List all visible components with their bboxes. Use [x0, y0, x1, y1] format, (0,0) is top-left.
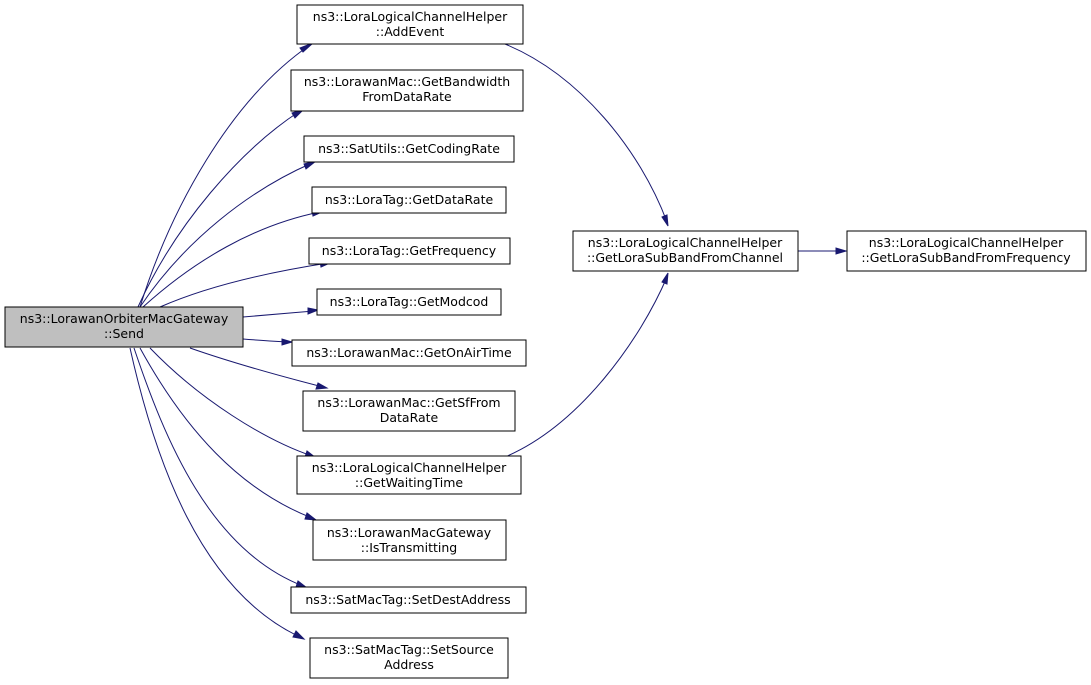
node-box-getsffromdatarate [302, 390, 516, 432]
node-box-addevent [296, 4, 524, 45]
edge-send-to-setsourceaddress [129, 347, 306, 640]
node-label: ns3::LoraTag::GetModcod [330, 294, 489, 309]
node-label: ns3::LoraLogicalChannelHelper [588, 235, 783, 250]
node-send[interactable]: ns3::LorawanOrbiterMacGateway ::Send [4, 306, 244, 348]
node-getmodcod[interactable]: ns3::LoraTag::GetModcod [316, 288, 502, 316]
node-label: ns3::LorawanOrbiterMacGateway [20, 311, 229, 326]
node-label: ns3::SatUtils::GetCodingRate [318, 141, 500, 156]
node-label: ns3::LorawanMac::GetOnAirTime [306, 345, 512, 360]
node-getlorasubbandfromfrequency[interactable]: ns3::LoraLogicalChannelHelper ::GetLoraS… [846, 230, 1087, 272]
node-box-send [4, 306, 244, 348]
node-getdatarate[interactable]: ns3::LoraTag::GetDataRate [311, 186, 507, 214]
node-label: ns3::LorawanMac::GetSfFrom [317, 395, 500, 410]
node-istransmitting[interactable]: ns3::LorawanMacGateway ::IsTransmitting [312, 519, 507, 561]
node-label: ::AddEvent [376, 24, 445, 39]
edge-send-to-setdestaddress [133, 347, 309, 589]
node-getwaitingtime[interactable]: ns3::LoraLogicalChannelHelper ::GetWaiti… [296, 455, 522, 495]
node-box-getmodcod [316, 288, 502, 316]
node-label: ns3::LorawanMac::GetBandwidth [304, 74, 510, 89]
node-box-setdestaddress [290, 586, 527, 614]
node-box-getdatarate [311, 186, 507, 214]
node-box-setsourceaddress [309, 637, 509, 679]
edge-send-to-getmodcod [242, 307, 320, 318]
node-label: ns3::SatMacTag::SetSource [324, 642, 494, 657]
node-getbandwidth[interactable]: ns3::LorawanMac::GetBandwidth FromDataRa… [290, 69, 524, 112]
edge-send-to-getsffromdatarate [189, 347, 329, 390]
node-label: ::GetLoraSubBandFromFrequency [861, 250, 1071, 265]
node-label: FromDataRate [362, 89, 452, 104]
node-box-getlorasubbandfromchannel [572, 230, 799, 272]
node-getonairtime[interactable]: ns3::LorawanMac::GetOnAirTime [291, 339, 527, 367]
edge-send-to-getcodingrate [139, 160, 317, 308]
node-label: ns3::LorawanMacGateway [327, 525, 492, 540]
node-setsourceaddress[interactable]: ns3::SatMacTag::SetSource Address [309, 637, 509, 679]
edge-getlorasubbandfromchannel-to-getlorasubbandfromfrequency [798, 247, 848, 255]
call-nodes: ns3::LorawanOrbiterMacGateway ::Send ns3… [4, 4, 1087, 679]
node-getcodingrate[interactable]: ns3::SatUtils::GetCodingRate [303, 135, 515, 163]
node-box-istransmitting [312, 519, 507, 561]
node-label: DataRate [380, 410, 439, 425]
node-label: Address [384, 657, 434, 672]
node-label: ns3::LoraLogicalChannelHelper [313, 9, 508, 24]
node-box-getlorasubbandfromfrequency [846, 230, 1087, 272]
edge-addevent-to-getlorasubbandfromchannel [504, 43, 669, 227]
node-box-getcodingrate [303, 135, 515, 163]
node-label: ns3::LoraTag::GetDataRate [325, 192, 494, 207]
node-label: ns3::LoraLogicalChannelHelper [312, 460, 507, 475]
edge-send-to-getonairtime [242, 338, 294, 346]
node-box-getwaitingtime [296, 455, 522, 495]
edge-send-to-istransmitting [139, 347, 318, 521]
node-label: ::Send [104, 326, 144, 341]
node-box-getfrequency [308, 237, 511, 265]
node-label: ::GetWaitingTime [355, 475, 464, 490]
edge-send-to-getfrequency [159, 260, 334, 308]
node-label: ns3::SatMacTag::SetDestAddress [305, 592, 510, 607]
edge-send-to-getdatarate [142, 209, 326, 308]
edge-send-to-getbandwidth [137, 108, 305, 308]
edge-send-to-getwaitingtime [149, 347, 318, 459]
node-label: ::IsTransmitting [361, 540, 457, 555]
node-setdestaddress[interactable]: ns3::SatMacTag::SetDestAddress [290, 586, 527, 614]
node-getfrequency[interactable]: ns3::LoraTag::GetFrequency [308, 237, 511, 265]
edge-getwaitingtime-to-getlorasubbandfromchannel [504, 272, 669, 458]
node-box-getonairtime [291, 339, 527, 367]
node-label: ::GetLoraSubBandFromChannel [587, 250, 783, 265]
edge-send-to-addevent [139, 42, 314, 308]
node-label: ns3::LoraTag::GetFrequency [322, 243, 497, 258]
node-box-getbandwidth [290, 69, 524, 112]
node-getlorasubbandfromchannel[interactable]: ns3::LoraLogicalChannelHelper ::GetLoraS… [572, 230, 799, 272]
node-addevent[interactable]: ns3::LoraLogicalChannelHelper ::AddEvent [296, 4, 524, 45]
node-getsffromdatarate[interactable]: ns3::LorawanMac::GetSfFrom DataRate [302, 390, 516, 432]
node-label: ns3::LoraLogicalChannelHelper [869, 235, 1064, 250]
